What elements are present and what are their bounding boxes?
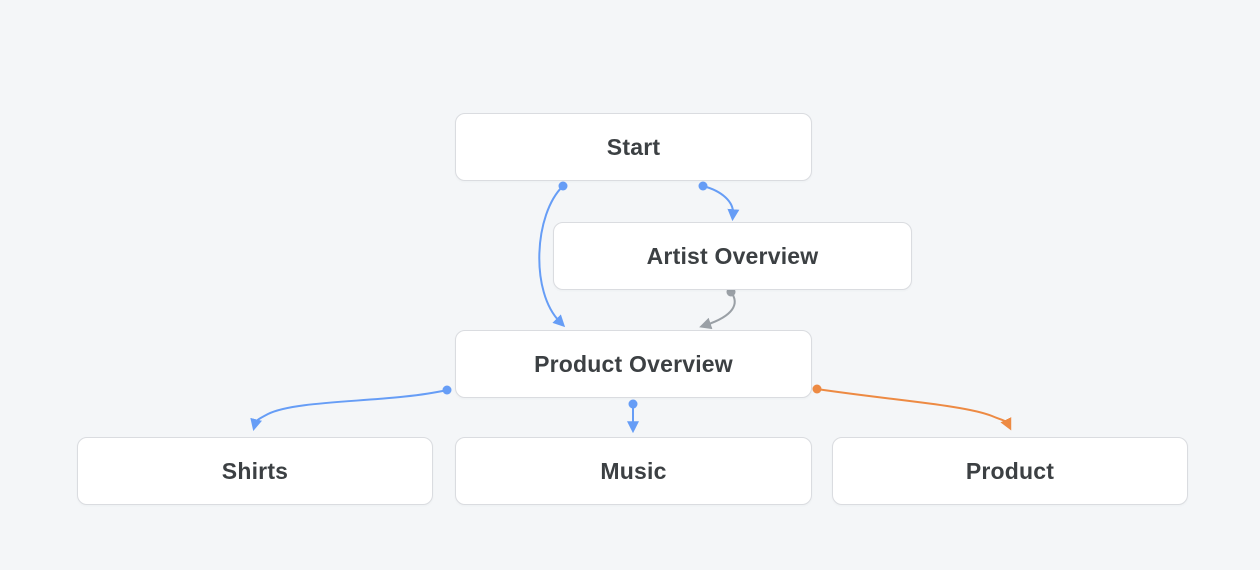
node-label-start: Start bbox=[606, 133, 661, 160]
edge-origin-dot-start-to-product-overview bbox=[558, 181, 568, 191]
node-start[interactable]: Start bbox=[455, 113, 812, 181]
edge-origin-dot-start-to-artist-overview bbox=[698, 181, 708, 191]
node-shirts[interactable]: Shirts bbox=[77, 437, 433, 505]
node-music[interactable]: Music bbox=[455, 437, 812, 505]
edge-start-to-artist-overview bbox=[702, 185, 740, 222]
node-label-shirts: Shirts bbox=[221, 457, 289, 484]
node-label-product: Product bbox=[965, 457, 1055, 484]
node-label-product-overview: Product Overview bbox=[534, 350, 733, 377]
edge-origin-dot-product-overview-to-music bbox=[628, 399, 638, 409]
edge-product-overview-to-shirts bbox=[250, 389, 448, 431]
edge-product-overview-to-product bbox=[816, 388, 1012, 431]
node-product-overview[interactable]: Product Overview bbox=[455, 330, 812, 398]
edge-artist-overview-to-product-overview bbox=[699, 291, 736, 330]
node-artist-overview[interactable]: Artist Overview bbox=[553, 222, 912, 290]
node-label-artist-overview: Artist Overview bbox=[646, 242, 819, 269]
node-label-music: Music bbox=[600, 457, 667, 484]
node-product[interactable]: Product bbox=[832, 437, 1188, 505]
edge-origin-dot-product-overview-to-product bbox=[812, 384, 822, 394]
edge-origin-dot-product-overview-to-shirts bbox=[442, 385, 452, 395]
